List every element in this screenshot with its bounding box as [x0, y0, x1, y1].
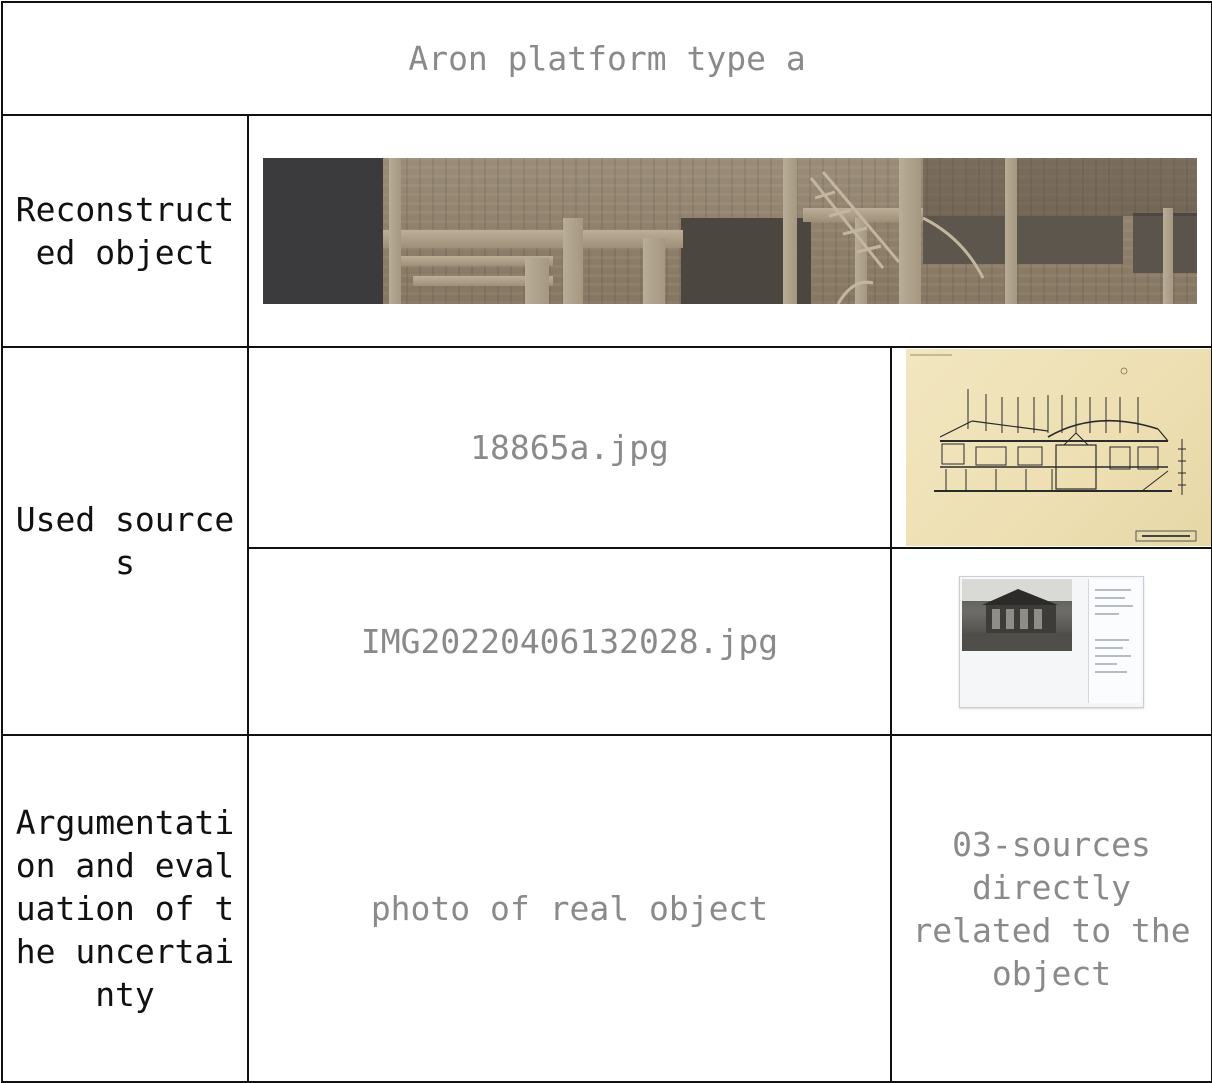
render-post	[1163, 208, 1174, 304]
argumentation-row: Argumentation and evaluation of the unce…	[1, 734, 1212, 1083]
render-post	[899, 158, 922, 304]
reconstructed-image-cell	[246, 114, 1212, 348]
uncertainty-category: 03-sources directly related to the objec…	[912, 824, 1191, 993]
source-2-filename: IMG20220406132028.jpg	[360, 622, 779, 661]
reconstructed-label-cell: Reconstructed object	[1, 114, 249, 348]
source-2-filename-cell: IMG20220406132028.jpg	[247, 547, 892, 736]
render-shadow-area	[263, 158, 384, 304]
historic-photo	[962, 578, 1073, 651]
source-1-drawing-thumbnail	[906, 349, 1212, 546]
argumentation-label: Argumentation and evaluation of the unce…	[15, 803, 235, 1014]
photo-building-sketch	[962, 578, 1073, 651]
source-2-photo-thumbnail	[959, 575, 1145, 708]
render-stair-lines	[809, 171, 985, 304]
source-1-image-cell	[889, 346, 1212, 549]
render-post	[643, 238, 666, 304]
render-post	[389, 158, 402, 304]
sources-label: Used sources	[15, 500, 235, 582]
source-row-1: Used sources 18865a.jpg	[1, 346, 1212, 736]
source-row-2: IMG20220406132028.jpg	[2, 547, 1212, 736]
source-2-image-cell	[889, 547, 1212, 736]
render-beam	[393, 256, 554, 266]
drawing-sketch	[910, 354, 1197, 542]
uncertainty-category-cell: 03-sources directly related to the objec…	[889, 734, 1212, 1083]
sources-label-cell: Used sources	[1, 346, 249, 736]
render-post	[1005, 158, 1018, 304]
source-1-filename-cell: 18865a.jpg	[247, 346, 892, 549]
render-post	[783, 158, 798, 304]
render-post	[563, 218, 584, 304]
render-beam	[413, 276, 554, 286]
source-1-filename: 18865a.jpg	[470, 428, 669, 467]
render-beam	[803, 208, 924, 222]
argumentation-label-cell: Argumentation and evaluation of the unce…	[1, 734, 249, 1083]
render-post	[525, 258, 550, 304]
title-row: Aron platform type a	[0, 1, 1212, 116]
reconstructed-label: Reconstructed object	[15, 190, 235, 272]
render-shade	[923, 158, 1198, 216]
justification-text: photo of real object	[370, 889, 769, 928]
reconstructed-object-render	[263, 158, 1198, 304]
justification-cell: photo of real object	[247, 734, 892, 1083]
reconstructed-row: Reconstructed object	[1, 114, 1212, 348]
catalog-card	[1088, 578, 1142, 703]
title-cell: Aron platform type a	[0, 1, 1212, 116]
object-title: Aron platform type a	[408, 39, 806, 78]
render-beam	[383, 230, 684, 248]
